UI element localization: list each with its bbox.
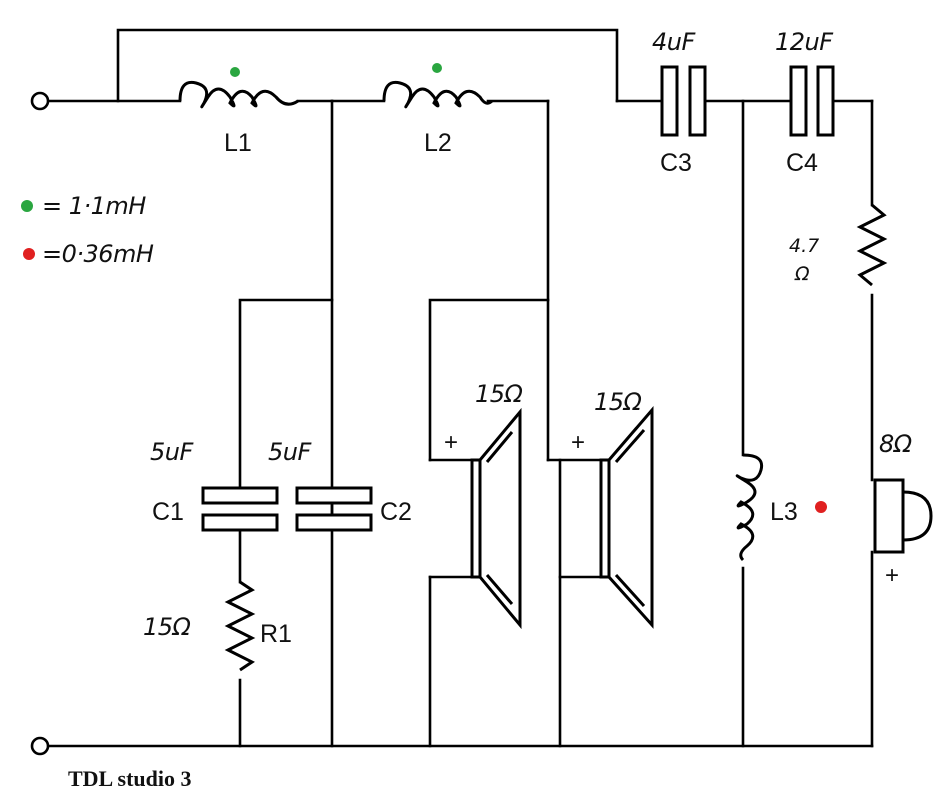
tweeter-value: 8Ω xyxy=(879,430,913,458)
inductor-l3-marker xyxy=(815,501,827,513)
speaker-1-value: 15Ω xyxy=(475,380,524,408)
legend-green-text: = 1·1mH xyxy=(42,192,146,220)
inductor-l2-label: L2 xyxy=(424,129,452,157)
resistor-r1-label: R1 xyxy=(260,620,292,648)
inductor-l2-marker xyxy=(432,63,442,73)
speaker-2-value: 15Ω xyxy=(594,388,643,416)
capacitor-c1-value: 5uF xyxy=(150,438,194,466)
inductor-l3-label: L3 xyxy=(770,498,798,526)
tweeter: + 8Ω xyxy=(873,430,933,589)
inductor-l1-marker xyxy=(230,67,240,77)
capacitor-c1: C1 5uF xyxy=(150,438,279,532)
inductor-l3: L3 xyxy=(735,453,827,562)
legend: = 1·1mH =0·36mH xyxy=(21,192,154,268)
resistor-r2-value-line2: Ω xyxy=(794,263,810,285)
capacitor-c2: C2 5uF xyxy=(268,438,412,532)
capacitor-c4: 12uF C4 xyxy=(775,28,835,177)
legend-red-dot xyxy=(23,248,35,260)
speaker-2-polarity: + xyxy=(571,429,585,456)
tweeter-polarity: + xyxy=(885,562,899,589)
resistor-r2: 4.7 Ω xyxy=(789,203,888,287)
resistor-r1-value: 15Ω xyxy=(143,613,192,641)
resistor-r1: R1 15Ω xyxy=(143,580,292,672)
resistor-r2-value-line1: 4.7 xyxy=(789,235,819,257)
capacitor-c1-label: C1 xyxy=(152,498,184,526)
input-terminal-bottom[interactable] xyxy=(30,736,50,756)
input-terminal-top[interactable] xyxy=(30,91,50,111)
wire-spk1-plus xyxy=(428,298,550,462)
bypass-wire xyxy=(116,28,619,103)
legend-green-dot xyxy=(21,200,33,212)
capacitor-c2-value: 5uF xyxy=(268,438,312,466)
capacitor-c3-label: C3 xyxy=(660,149,692,177)
capacitor-c4-label: C4 xyxy=(786,149,818,177)
inductor-l2: L2 xyxy=(382,63,494,157)
wires xyxy=(46,28,874,748)
inductor-l1-label: L1 xyxy=(224,129,252,157)
capacitor-c3-value: 4uF xyxy=(652,28,696,56)
wire-to-c1 xyxy=(238,298,334,490)
capacitor-c3: 4uF C3 xyxy=(652,28,707,177)
speaker-1: + 15Ω xyxy=(444,380,524,630)
speaker-2: + 15Ω xyxy=(571,388,654,629)
capacitor-c4-value: 12uF xyxy=(775,28,834,56)
diagram-title: TDL studio 3 xyxy=(68,766,192,791)
capacitor-c2-label: C2 xyxy=(380,498,412,526)
legend-red-text: =0·36mH xyxy=(42,240,154,268)
inductor-l1: L1 xyxy=(178,67,299,157)
speaker-1-polarity: + xyxy=(444,429,458,456)
